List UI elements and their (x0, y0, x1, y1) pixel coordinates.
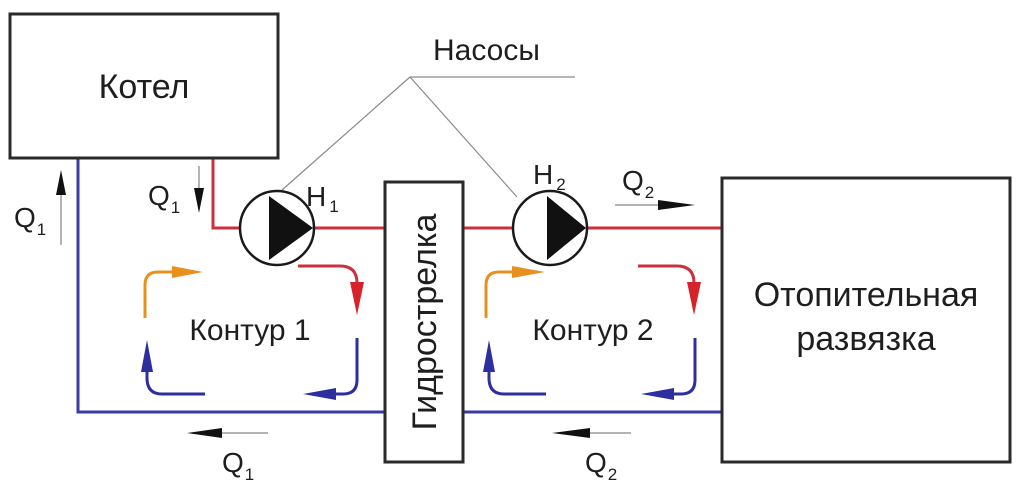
loop2-blue-arrow-right (668, 338, 697, 396)
svg-text:Q1: Q1 (148, 180, 180, 217)
arrow-down-icon (194, 188, 204, 213)
svg-text:Q1: Q1 (14, 202, 46, 239)
loop2-orange-arrow (484, 270, 520, 318)
loop2-red-arrowhead-icon (687, 282, 701, 315)
heating-distribution-block: Отопительная развязка (720, 176, 1012, 464)
arrow-right-icon (658, 200, 695, 210)
loop2-blue-arrowhead-left-icon (483, 340, 495, 372)
distribution-label-line2: развязка (796, 320, 935, 358)
loop2-orange-arrowhead-icon (512, 266, 545, 278)
circulation-loop-2: Контур 2 (483, 264, 701, 400)
loop1-label: Контур 1 (189, 314, 310, 347)
loop1-orange-arrow (143, 270, 180, 318)
flow-q2-supply: Q2 (615, 165, 695, 210)
loop2-label: Контур 2 (532, 314, 653, 347)
arrow-left-icon (187, 428, 222, 438)
arrow-up-icon (56, 170, 66, 195)
svg-text:Q2: Q2 (585, 447, 617, 484)
loop2-blue-arrowhead-right-icon (641, 388, 674, 400)
callout-leader-h2 (409, 76, 518, 198)
pumps-callout: Насосы (281, 34, 575, 198)
hydraulic-separator-block: Гидрострелка (383, 180, 465, 464)
flow-q1-return: Q1 (187, 428, 268, 484)
loop1-red-arrowhead-icon (350, 282, 364, 315)
loop1-red-arrow (298, 264, 359, 290)
flow-q1-boiler-return: Q1 (14, 170, 66, 245)
loop2-red-arrow (638, 264, 696, 290)
loop2-blue-arrow-left (487, 365, 546, 396)
return-pipe-primary (76, 158, 385, 414)
loop1-blue-arrowhead-left-icon (141, 340, 153, 372)
boiler-block: Котел (8, 12, 280, 160)
loop1-blue-arrowhead-right-icon (303, 388, 336, 400)
flow-q1-boiler-supply: Q1 (148, 166, 204, 217)
separator-label: Гидрострелка (406, 214, 444, 431)
loop1-blue-arrow-left (145, 365, 205, 396)
distribution-label-line1: Отопительная (754, 276, 979, 314)
loop1-orange-arrowhead-icon (172, 266, 203, 278)
flow-q2-return: Q2 (552, 428, 631, 484)
svg-text:Q2: Q2 (622, 165, 654, 202)
pumps-callout-label: Насосы (433, 34, 540, 67)
arrow-left-icon (552, 428, 590, 438)
boiler-label: Котел (99, 68, 190, 106)
callout-leader-h1 (281, 76, 411, 191)
svg-text:Q1: Q1 (222, 447, 254, 484)
pump-h1-direction-icon (269, 196, 313, 260)
supply-pipe-boiler (211, 158, 240, 230)
circulation-loop-1: Контур 1 (141, 264, 364, 400)
loop1-blue-arrow-right (330, 338, 359, 396)
pump-h2-direction-icon (547, 196, 586, 260)
